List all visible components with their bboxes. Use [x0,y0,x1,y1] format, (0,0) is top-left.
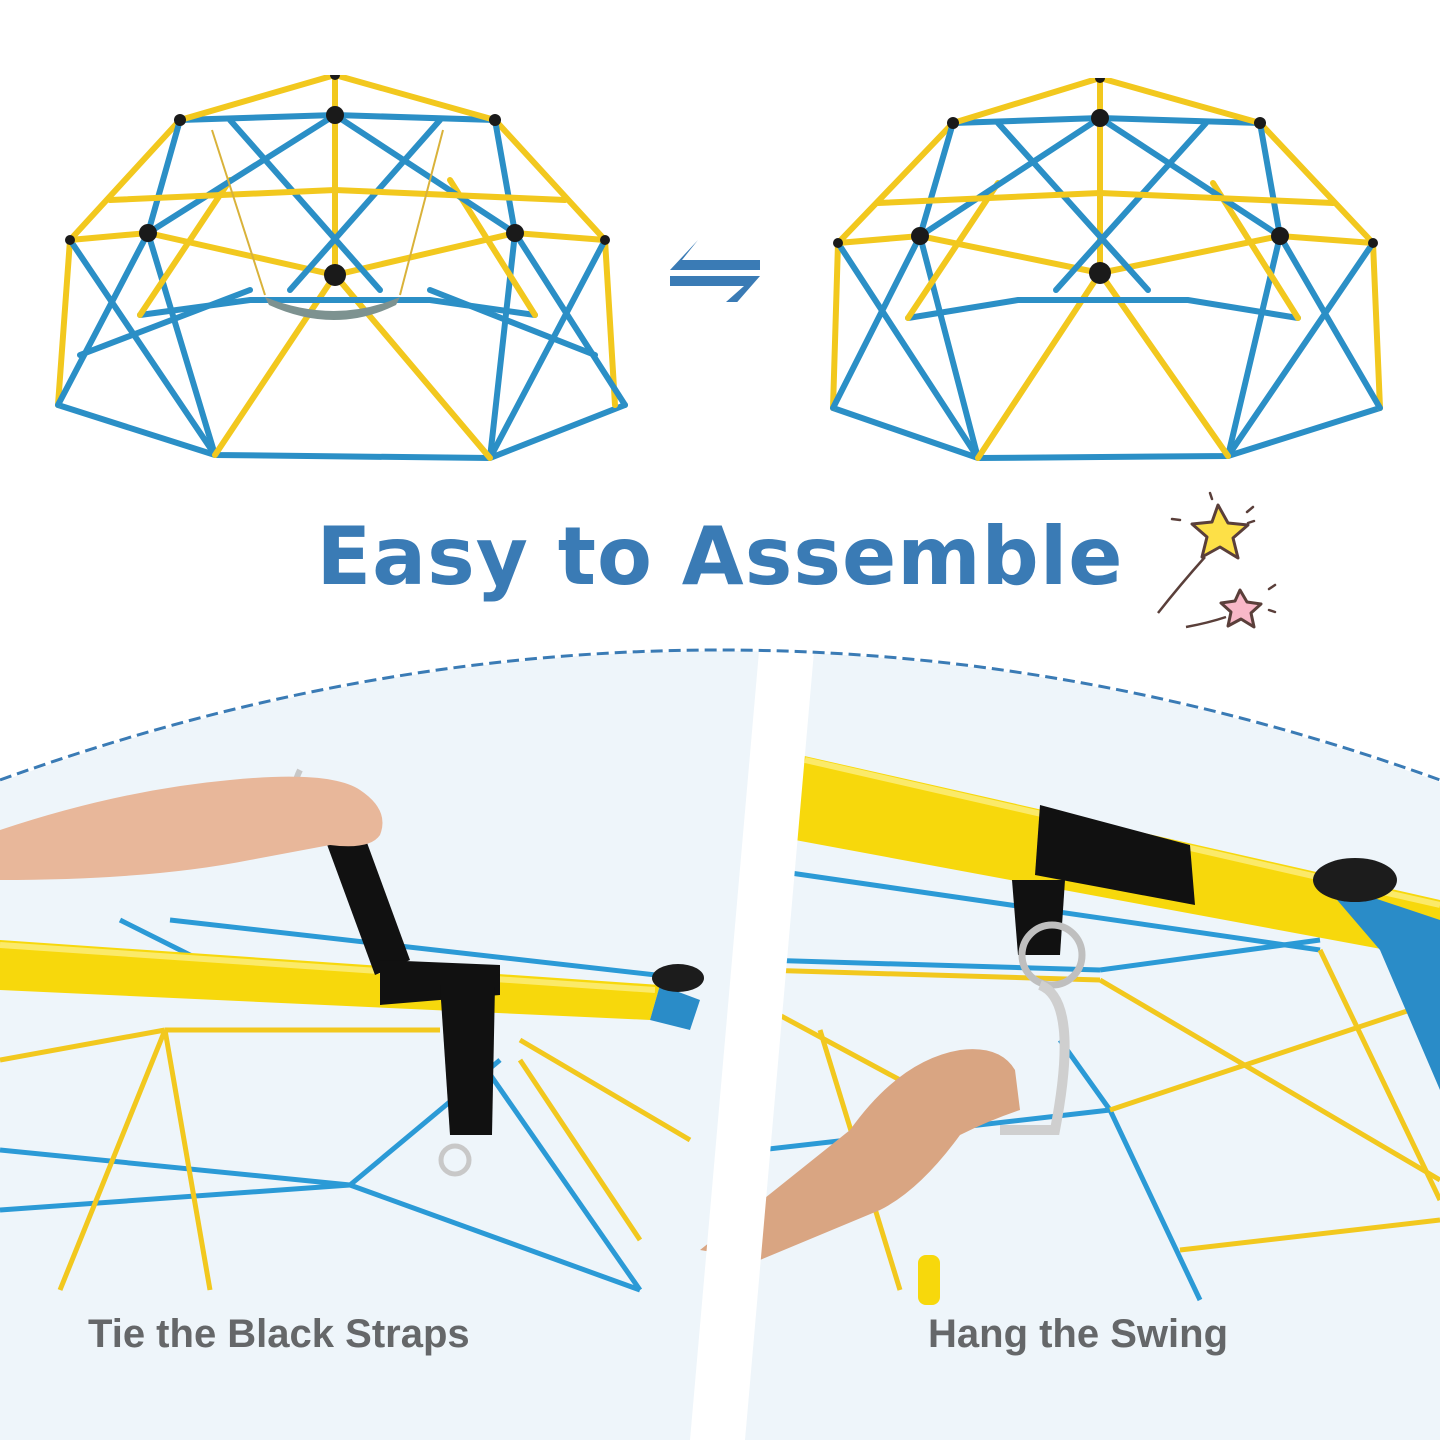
step-1-image [0,768,704,1293]
shooting-stars-icon [1157,491,1277,629]
headline: Easy to Assemble [316,510,1124,603]
dashed-arc-divider [0,648,1440,782]
dome-climber-without-swing-image [830,78,1383,462]
step-1-caption: Tie the Black Straps [88,1312,470,1356]
step-2-image [700,755,1440,1305]
swap-arrows-icon [670,240,760,302]
dome-climber-with-swing-image [55,75,628,462]
step-2-caption: Hang the Swing [928,1312,1228,1356]
